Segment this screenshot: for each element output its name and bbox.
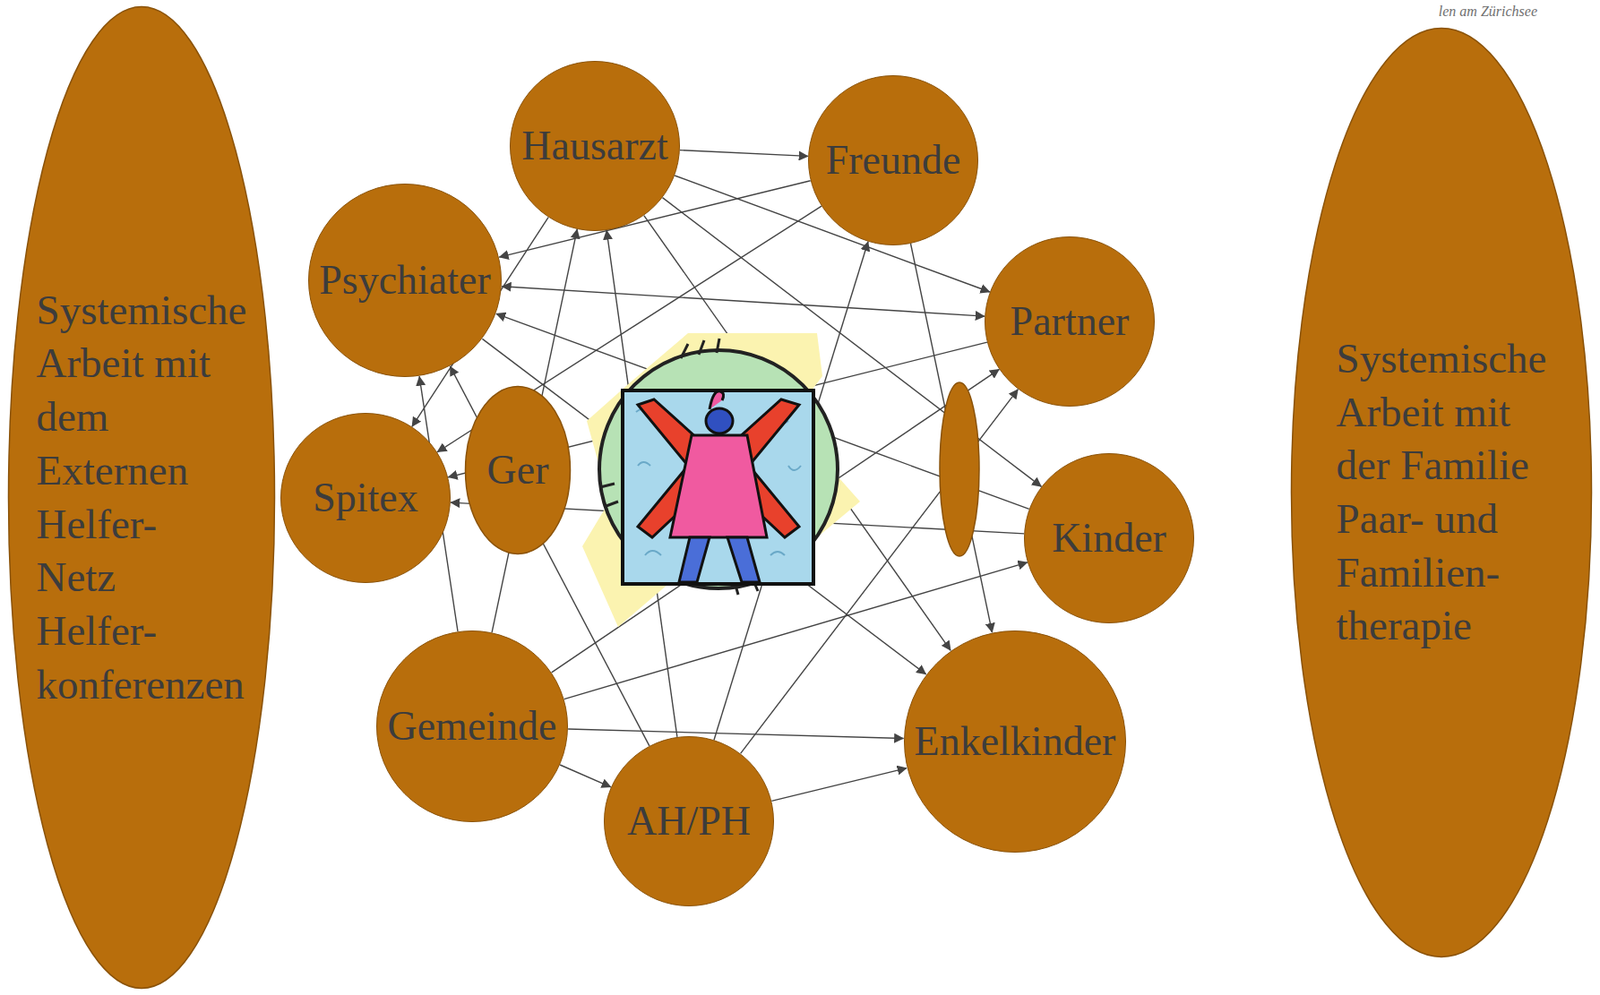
- connector-arrow: [771, 768, 907, 802]
- connector-arrow: [551, 369, 1000, 673]
- oval-fill: [1291, 28, 1592, 958]
- node-label: Gemeinde: [387, 703, 557, 751]
- node-label: Kinder: [1051, 515, 1167, 563]
- family-therapy-band: Systemische Arbeit mit der Familie Paar-…: [1290, 26, 1593, 959]
- square-texture: [636, 408, 801, 556]
- figure-arms: [637, 399, 800, 538]
- node-label: Systemische Arbeit mit dem Externen Helf…: [36, 283, 248, 713]
- connector-arrow: [662, 197, 1042, 488]
- connector-arrow: [713, 241, 869, 740]
- oval-outline: [7, 5, 276, 990]
- network-circle: AH/PH: [603, 736, 775, 907]
- node-label: Spitex: [312, 474, 419, 523]
- network-circle: Gemeinde: [376, 630, 568, 823]
- figure-leg-right: [727, 537, 760, 583]
- green-circle: [599, 350, 838, 589]
- network-circle: Enkelkinder: [903, 630, 1127, 854]
- oval-fill: [8, 7, 276, 990]
- node-label: AH/PH: [627, 798, 751, 846]
- figure-body: [670, 435, 767, 538]
- connector-arrow: [496, 313, 1030, 509]
- network-circle: Partner: [984, 236, 1155, 407]
- watermark: len am Zürichsee: [1438, 3, 1538, 20]
- network-circle: Psychiater: [308, 183, 503, 379]
- figure-legs: [679, 537, 710, 583]
- node-label: Freunde: [825, 137, 962, 185]
- node-label: Enkelkinder: [914, 718, 1117, 766]
- node-label: Ger: [487, 444, 550, 497]
- connector-arrow: [501, 286, 985, 317]
- node-label: Partner: [1010, 298, 1130, 346]
- connector-arrow: [679, 150, 809, 157]
- connector-arrow: [911, 243, 993, 633]
- connector-arrow: [567, 729, 904, 740]
- circle-hatching: [600, 338, 758, 595]
- small-oval: Ger: [464, 385, 572, 556]
- node-label: Hausarzt: [521, 122, 668, 171]
- connector-arrow: [644, 215, 951, 652]
- network-circle: Spitex: [280, 412, 451, 584]
- small-oval: [939, 382, 980, 557]
- network-circle: Freunde: [808, 75, 979, 246]
- oval-fill: [465, 387, 571, 555]
- node-label: Psychiater: [318, 257, 491, 305]
- oval-outline: [1290, 26, 1593, 959]
- helper-network-band: Systemische Arbeit mit dem Externen Helf…: [7, 5, 276, 990]
- network-circle: Kinder: [1023, 453, 1195, 624]
- network-circle: Hausarzt: [509, 60, 680, 232]
- blue-square: [622, 390, 814, 585]
- figure-hair: [709, 391, 724, 410]
- node-label: Systemische Arbeit mit der Familie Paar-…: [1336, 332, 1548, 654]
- yellow-highlight: [582, 333, 861, 628]
- connector-arrow: [559, 765, 611, 788]
- figure-head: [705, 408, 733, 434]
- connector-arrow: [606, 230, 678, 738]
